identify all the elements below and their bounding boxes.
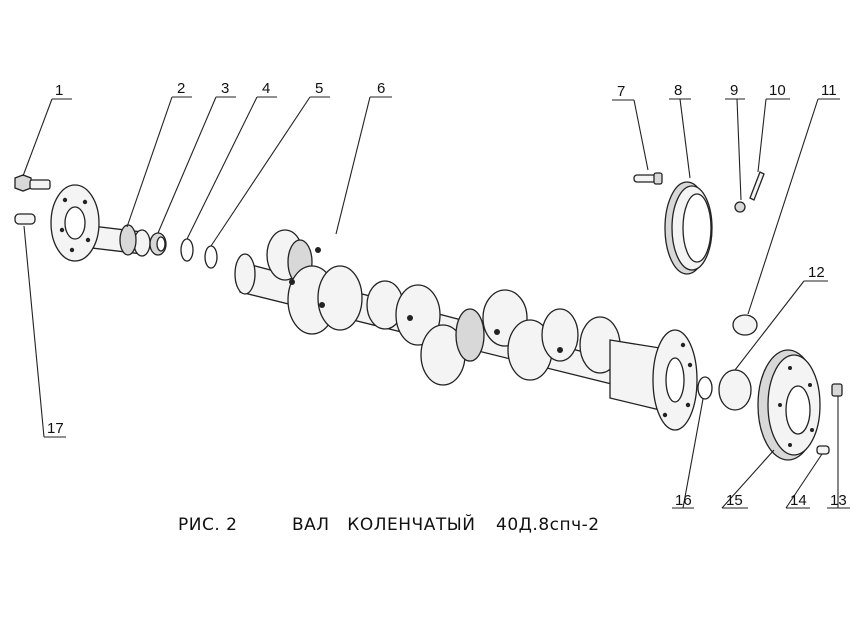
part-16-ring: [697, 376, 713, 400]
caption-figure-number: РИС. 2: [178, 515, 237, 535]
label-15: 15: [726, 492, 743, 509]
caption-model: 40Д.8спч-2: [496, 515, 600, 535]
leader-lines: [22, 96, 850, 509]
part-17-pin: [14, 213, 36, 225]
label-12: 12: [808, 264, 825, 281]
part-8-ring-gear: [664, 181, 713, 275]
part-5-ring: [204, 245, 218, 269]
figure-caption: РИС. 2 ВАЛ КОЛЕНЧАТЫЙ 40Д.8спч-2: [178, 513, 600, 535]
part-15-cover: [757, 349, 821, 461]
part-12-disc: [718, 369, 752, 411]
label-6: 6: [377, 80, 385, 97]
part-14-screw: [816, 445, 830, 455]
label-8: 8: [674, 82, 682, 99]
part-7-bolt: [633, 172, 663, 185]
part-11-plug: [732, 314, 758, 336]
label-2: 2: [177, 80, 185, 97]
label-10: 10: [769, 82, 786, 99]
label-14: 14: [790, 492, 807, 509]
part-10-pin: [749, 171, 765, 201]
label-7: 7: [617, 83, 625, 100]
label-5: 5: [315, 80, 323, 97]
part-4-ring: [180, 238, 194, 262]
part-3-sleeve: [149, 232, 167, 256]
label-9: 9: [730, 82, 738, 99]
part-labels: 1 2 3 4 5 6 7 8 9 10 11 12 13 14 15 16 1…: [47, 80, 847, 509]
label-1: 1: [55, 82, 63, 99]
part-13-screw: [831, 383, 843, 397]
part-6-crankshaft: [234, 229, 698, 431]
label-16: 16: [675, 492, 692, 509]
caption-title: ВАЛ КОЛЕНЧАТЫЙ: [292, 513, 475, 535]
label-3: 3: [221, 80, 229, 97]
label-13: 13: [830, 492, 847, 509]
part-1-bolt: [14, 174, 51, 192]
label-4: 4: [262, 80, 270, 97]
label-17: 17: [47, 420, 64, 437]
part-9-nut: [734, 201, 746, 213]
label-11: 11: [821, 82, 837, 99]
part-2-flange-shaft: [50, 184, 151, 262]
